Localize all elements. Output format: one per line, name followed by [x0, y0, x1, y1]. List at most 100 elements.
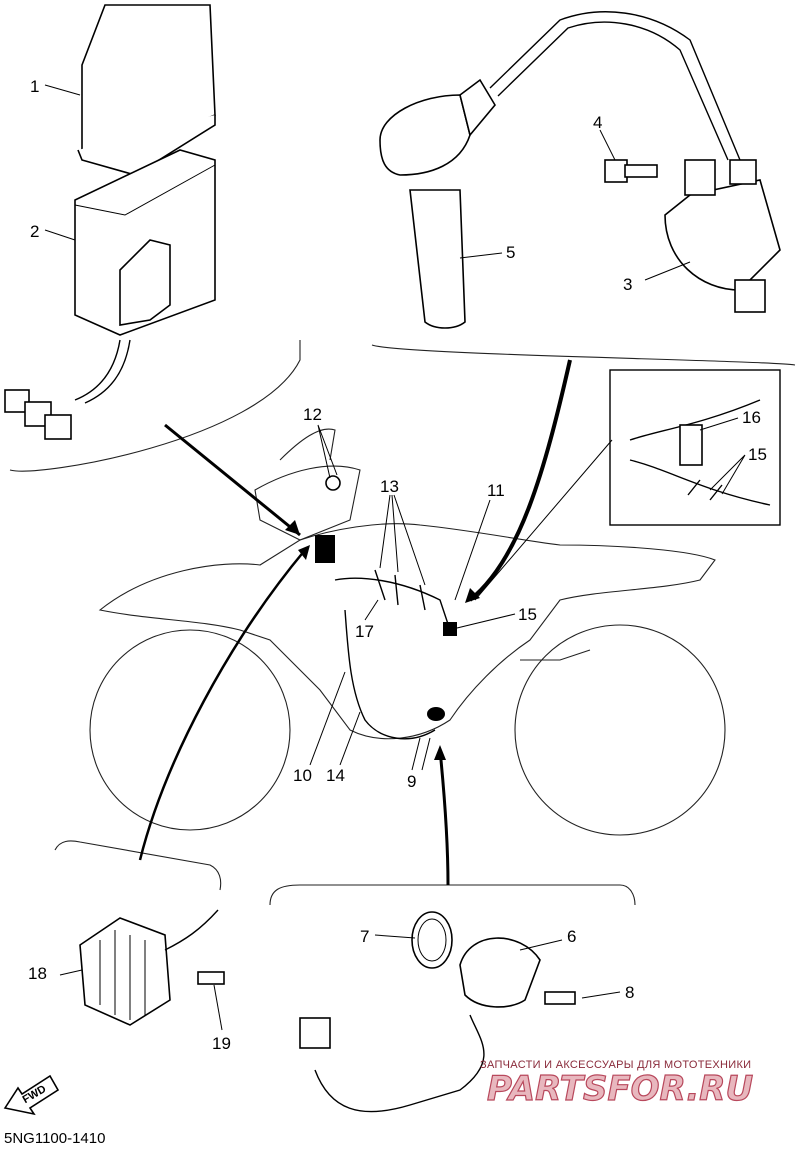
- pointer-arrows: [138, 359, 613, 886]
- leader-14: [339, 711, 361, 766]
- leader-9: [411, 737, 431, 771]
- motorcycle-silhouette: [89, 428, 726, 836]
- leader-11: [454, 499, 491, 601]
- arrow-coil: [468, 359, 572, 602]
- arrow-ignitor-head: [285, 520, 300, 535]
- callout-2: 2: [30, 222, 39, 241]
- ignitor-plug-c: [44, 414, 72, 440]
- plug-cap-boot: [409, 189, 466, 329]
- leader-19: [213, 984, 223, 1031]
- callout-18: 18: [28, 964, 47, 983]
- leader-17: [364, 599, 379, 621]
- harness-lower: [344, 609, 436, 740]
- sensor-screw: [544, 991, 576, 1005]
- inset-band-2: [709, 484, 723, 501]
- diagram-code: 5NG1100-1410: [4, 1130, 105, 1147]
- sensor-lead: [314, 1014, 485, 1113]
- front-wheel: [89, 629, 291, 831]
- coil-location-mark: [443, 622, 457, 636]
- harness-clamp-13b: [394, 574, 399, 606]
- regulator-group: [54, 840, 225, 1026]
- leader-5: [459, 252, 503, 259]
- ignitor-connector-block: [119, 239, 171, 326]
- ignition-coil-terminal-bottom: [734, 279, 766, 313]
- callout-1: 1: [30, 77, 39, 96]
- callout-11: 11: [487, 481, 505, 500]
- regulator-group-bracket: [54, 840, 222, 891]
- callout-19: 19: [212, 1034, 231, 1053]
- ht-cable: [489, 11, 741, 161]
- callout-8: 8: [625, 983, 634, 1002]
- arrow-regulator: [138, 549, 306, 861]
- regulator-fins: [99, 930, 146, 1020]
- callout-6: 6: [567, 927, 576, 946]
- callout-17: 17: [355, 622, 374, 641]
- coil-bolt-shank: [624, 164, 658, 178]
- inset-panel: [609, 369, 781, 526]
- ignitor-plug-a: [4, 389, 30, 413]
- swingarm: [520, 649, 591, 661]
- callout-labels: 1 2 3 4 5 6 7 8 9 10 11 12 13 14 15 15 1…: [28, 77, 767, 1053]
- regulator-lead: [164, 909, 219, 951]
- fastener-12: [325, 475, 341, 491]
- plug-cap-group-bracket: [371, 344, 796, 366]
- leader-8: [581, 991, 621, 999]
- ignitor-lead-wire-2: [84, 339, 131, 404]
- harness-clamp-13a: [374, 569, 386, 601]
- leader-18: [59, 969, 83, 976]
- regulator-bolt: [197, 971, 225, 985]
- inset-wire-2: [629, 459, 771, 506]
- callout-15-inset: 15: [748, 445, 767, 464]
- callout-13: 13: [380, 477, 399, 496]
- rectifier-regulator: [79, 917, 171, 1026]
- callout-16: 16: [742, 408, 761, 427]
- arrow-sensor-head: [434, 745, 446, 760]
- leader-7: [374, 934, 416, 939]
- ignition-coil-body: [664, 179, 781, 291]
- leader-12: [317, 424, 338, 479]
- watermark-tagline: ЗАПЧАСТИ И АКСЕССУАРЫ ДЛЯ МОТОТЕХНИКИ: [480, 1059, 751, 1071]
- inset-band-1: [687, 479, 701, 496]
- arrow-sensor: [438, 749, 450, 886]
- sensor-group: [269, 884, 636, 1113]
- watermark: ЗАПЧАСТИ И АКСЕССУАРЫ ДЛЯ МОТОТЕХНИКИ PA…: [480, 1059, 754, 1110]
- callout-9: 9: [407, 772, 416, 791]
- callout-10: 10: [293, 766, 312, 785]
- plug-cap-collar: [459, 78, 496, 137]
- leader-10: [309, 671, 346, 766]
- watermark-brand: PARTSFOR.RU: [487, 1069, 753, 1109]
- callout-12: 12: [303, 405, 322, 424]
- coil-bolt-head: [604, 159, 628, 183]
- sensor-location-mark: [427, 707, 445, 721]
- fwd-arrow: FWD: [3, 1074, 60, 1116]
- arrow-regulator-head: [298, 545, 310, 560]
- sensor-body: [459, 937, 541, 1008]
- ht-cable-2: [497, 21, 729, 161]
- callout-4: 4: [593, 113, 602, 132]
- leader-15b: [709, 454, 746, 495]
- leader-6: [519, 939, 563, 951]
- ignitor-lead-wire: [74, 339, 121, 401]
- harness-main: [334, 577, 451, 631]
- arrow-ignitor: [164, 423, 301, 537]
- callout-14: 14: [326, 766, 345, 785]
- handlebar-area: [279, 428, 336, 461]
- leader-2: [44, 229, 76, 241]
- fwd-arrow-shape: [3, 1074, 60, 1116]
- ignitor-group-bracket: [9, 340, 301, 472]
- ignitor-unit-edge: [74, 164, 216, 216]
- ignitor-location-mark: [315, 535, 335, 563]
- o-ring-inner: [417, 918, 447, 962]
- harness-clamp-13c: [419, 584, 426, 611]
- ignition-coil-terminal-top: [684, 159, 716, 196]
- ignitor-unit-body: [74, 149, 216, 336]
- headlight-cowl: [254, 465, 361, 541]
- callout-3: 3: [623, 275, 632, 294]
- plug-cap-head: [379, 94, 471, 176]
- arrow-inset: [474, 439, 613, 601]
- leader-15a: [456, 613, 516, 629]
- leader-13: [379, 494, 426, 586]
- sensor-group-bracket: [269, 884, 636, 906]
